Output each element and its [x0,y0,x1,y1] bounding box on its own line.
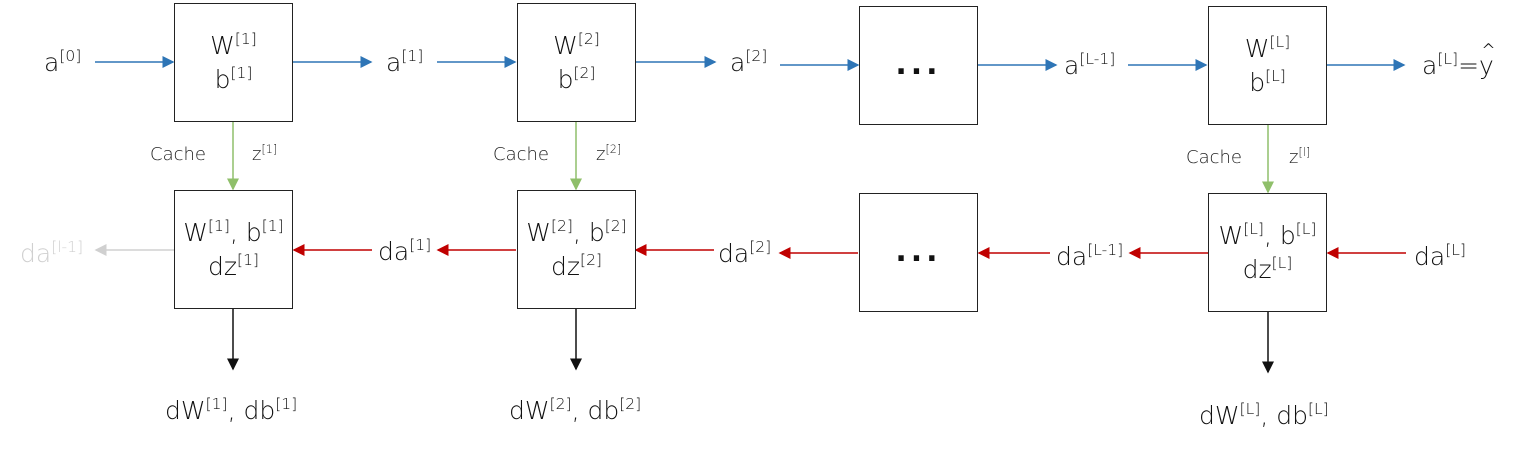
backward-box-dots-text: ... [895,234,942,270]
forward-box-dots: ... [859,6,978,125]
label-da-l-minus-1-faded: da[l-1] [20,238,84,268]
forward-box-1-w: W[1] [210,30,257,60]
backward-box-2-wb: W[2], b[2] [526,217,627,247]
label-daL: da[L] [1414,241,1466,271]
gradient-output-2: dW[2], db[2] [509,395,642,425]
cache-label-2: Cache [493,144,549,165]
forward-box-1-b: b[1] [214,63,253,94]
cache-label-L: Cache [1186,147,1242,168]
forward-box-2-b: b[2] [557,63,596,94]
forward-box-L-w: W[L] [1244,33,1291,63]
label-a1: a[1] [386,47,424,77]
backward-box-2-dz: dz[2] [551,250,602,281]
forward-box-1: W[1] b[1] [174,3,293,122]
forward-box-2: W[2] b[2] [517,3,636,122]
label-a0: a[0] [44,47,82,77]
backward-box-1-dz: dz[1] [208,250,259,281]
cache-z-L: z[l] [1289,146,1311,168]
backward-box-L-dz: dz[L] [1242,253,1293,284]
label-a2: a[2] [730,47,768,77]
label-da1: da[1] [378,236,432,266]
backward-box-2: W[2], b[2] dz[2] [517,190,636,309]
gradient-output-1: dW[1], db[1] [165,395,298,425]
backward-box-L: W[L], b[L] dz[L] [1208,193,1327,312]
cache-z-2: z[2] [596,143,622,165]
backward-box-dots: ... [859,193,978,312]
y-hat: y [1479,43,1496,78]
label-aL-yhat: a[L]=y [1422,43,1496,78]
backward-box-1: W[1], b[1] dz[1] [174,190,293,309]
forward-box-2-w: W[2] [553,30,600,60]
label-da2: da[2] [718,238,772,268]
backward-box-1-wb: W[1], b[1] [183,217,284,247]
forward-box-dots-text: ... [895,47,942,83]
cache-z-1: z[1] [252,143,278,165]
cache-label-1: Cache [150,144,206,165]
forward-box-L: W[L] b[L] [1208,6,1327,125]
backward-box-L-wb: W[L], b[L] [1218,220,1317,250]
label-daLm1: da[L-1] [1056,241,1124,271]
label-aLm1: a[L-1] [1064,50,1116,80]
forward-box-L-b: b[L] [1249,66,1286,97]
gradient-output-L: dW[L], db[L] [1199,400,1329,430]
